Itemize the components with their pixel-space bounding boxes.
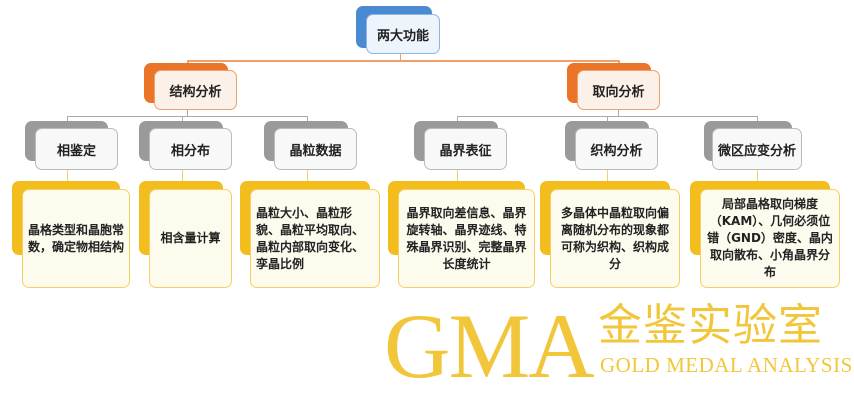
detail-phase-identification: 晶格类型和晶胞常数，确定物相结构 [22, 189, 130, 288]
connector [618, 110, 619, 116]
node-micro-strain[interactable]: 微区应变分析 [712, 128, 802, 170]
detail-phase-distribution: 相含量计算 [149, 189, 232, 288]
connector [182, 170, 183, 181]
node-grain-data[interactable]: 晶粒数据 [274, 128, 357, 170]
connector [757, 170, 758, 181]
connector [307, 116, 308, 121]
connector [457, 170, 458, 181]
detail-grain-boundary: 晶界取向差信息、晶界旋转轴、晶界迹线、特殊晶界识别、完整晶界长度统计 [398, 189, 535, 288]
connector [67, 116, 307, 117]
node-phase-identification[interactable]: 相鉴定 [35, 128, 118, 170]
connector [618, 60, 620, 63]
node-phase-distribution[interactable]: 相分布 [149, 128, 232, 170]
connector [187, 110, 188, 116]
connector [457, 116, 458, 121]
branch-node-orientation[interactable]: 取向分析 [577, 70, 660, 110]
connector [67, 170, 68, 181]
node-grain-boundary[interactable]: 晶界表征 [424, 128, 507, 170]
connector [187, 60, 619, 62]
node-texture[interactable]: 织构分析 [575, 128, 658, 170]
detail-grain-data: 晶粒大小、晶粒形貌、晶粒平均取向、晶粒内部取向变化、孪晶比例 [250, 189, 380, 288]
root-node[interactable]: 两大功能 [366, 14, 440, 54]
connector [757, 116, 758, 121]
connector [307, 170, 308, 181]
connector [67, 116, 68, 121]
watermark-en: GOLD MEDAL ANALYSIS [600, 353, 853, 377]
watermark-logo: GMA [384, 295, 595, 397]
branch-node-structure[interactable]: 结构分析 [154, 70, 237, 110]
connector [607, 116, 608, 121]
connector [182, 116, 183, 121]
connector [607, 170, 608, 181]
connector [400, 54, 401, 60]
detail-micro-strain: 局部晶格取向梯度（KAM）、几何必须位错（GND）密度、晶内取向散布、小角晶界分… [700, 189, 840, 288]
detail-texture: 多晶体中晶粒取向偏离随机分布的现象都可称为织构、织构成分 [550, 189, 680, 288]
connector [187, 60, 189, 63]
watermark-cn: 金鉴实验室 [598, 300, 823, 351]
